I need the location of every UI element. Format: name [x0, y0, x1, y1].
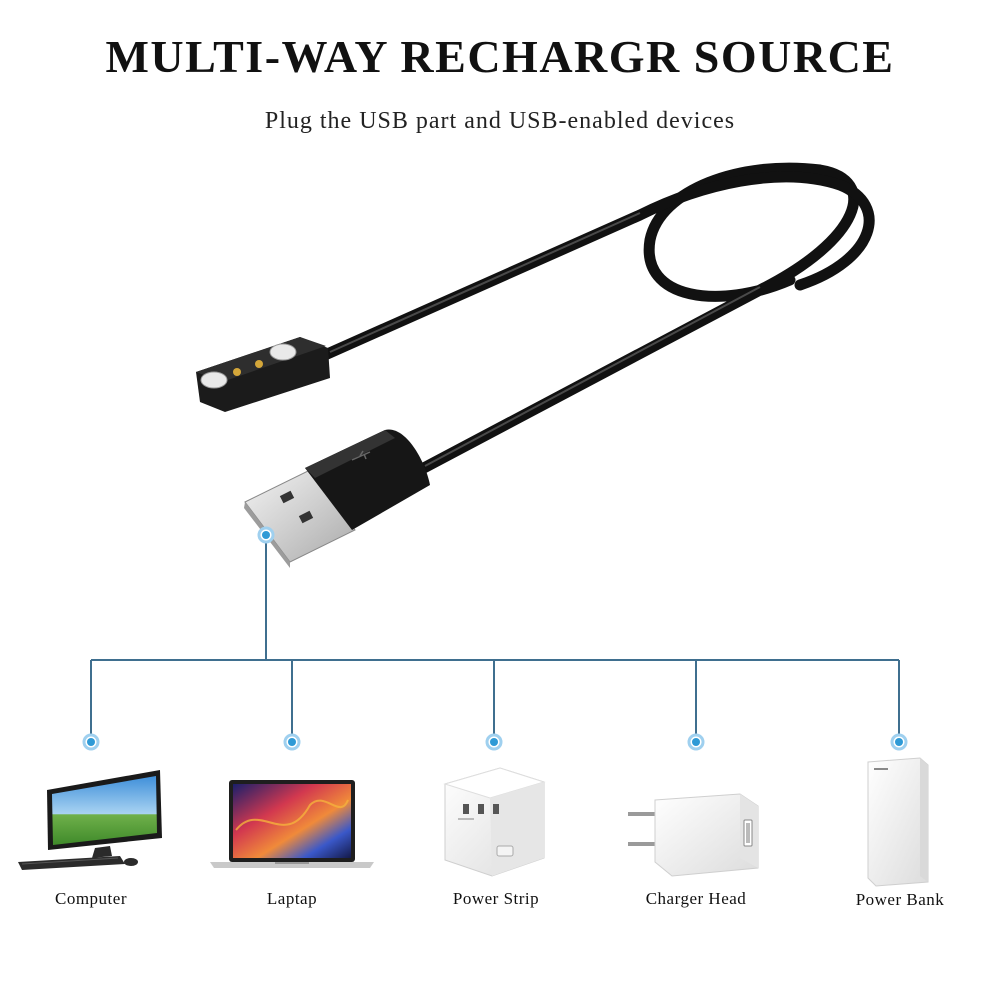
laptop-dot [283, 733, 301, 751]
device-label-power-strip: Power Strip [452, 889, 540, 908]
power-bank-icon [867, 757, 929, 887]
usb-dot [257, 526, 275, 544]
power-strip-icon [443, 767, 546, 877]
page-subtitle: Plug the USB part and USB-enabled device… [264, 108, 736, 134]
computer-dot [82, 733, 100, 751]
device-label-computer: Computer [55, 889, 127, 908]
device-label-power-bank: Power Bank [855, 890, 945, 909]
computer-icon [18, 770, 162, 870]
charger-head-dot [687, 733, 705, 751]
device-label-laptop: Laptap [266, 889, 318, 908]
usb-plug-icon [244, 429, 430, 568]
power-bank-dot [890, 733, 908, 751]
charger-head-icon [628, 793, 759, 877]
charging-cable [319, 162, 875, 476]
connector-dots [82, 526, 908, 751]
power-strip-dot [485, 733, 503, 751]
magnetic-connector-icon [196, 337, 330, 412]
page-title: MULTI-WAY RECHARGR SOURCE [105, 31, 895, 82]
laptop-icon [210, 780, 374, 868]
connector-lines [90, 537, 900, 742]
device-label-charger-head: Charger Head [645, 889, 747, 908]
